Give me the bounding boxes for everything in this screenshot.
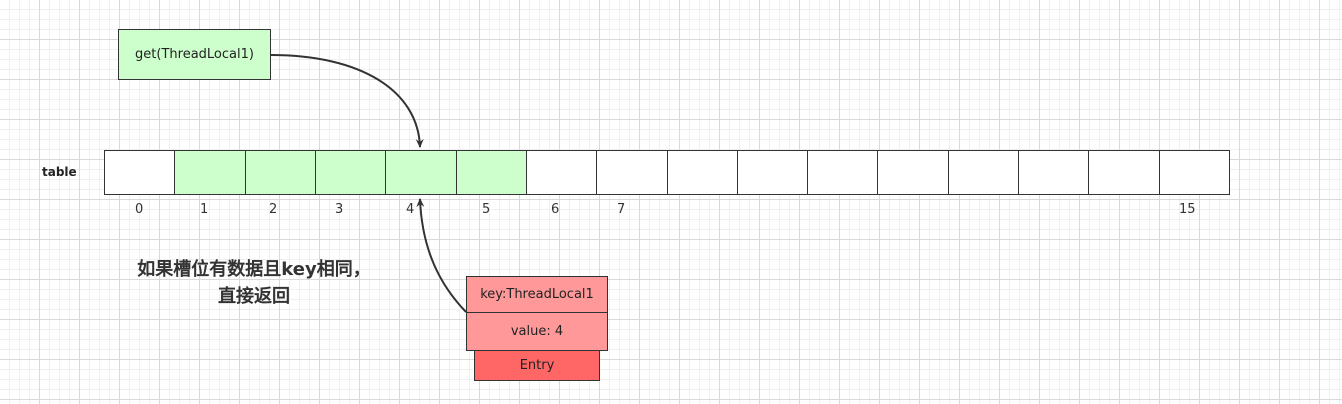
table-label: table	[42, 165, 77, 179]
table-array	[104, 150, 1230, 195]
table-slot	[456, 150, 527, 195]
slot-index-label: 1	[200, 202, 209, 217]
get-call-box: get(ThreadLocal1)	[118, 29, 271, 80]
table-slot	[1089, 150, 1160, 195]
annotation-note: 如果槽位有数据且key相同， 直接返回	[112, 256, 396, 310]
get-to-slot-arrow	[270, 54, 424, 148]
slot-index-label: 5	[482, 202, 491, 217]
table-slot	[1159, 150, 1230, 195]
table-slot	[808, 150, 879, 195]
table-slot	[667, 150, 738, 195]
slot-index-label: 7	[617, 202, 626, 217]
entry-key-label: key:ThreadLocal1	[480, 287, 594, 302]
table-slot	[878, 150, 949, 195]
table-slot	[526, 150, 598, 195]
slot-index-label: 4	[406, 202, 415, 217]
table-slot	[386, 150, 457, 195]
table-slot	[175, 150, 246, 195]
slot-index-label: 15	[1179, 202, 1196, 217]
table-slot	[245, 150, 316, 195]
entry-value-field: value: 4	[466, 312, 608, 351]
entry-type-label: Entry	[519, 358, 555, 373]
slot-index-label: 2	[269, 202, 278, 217]
note-line-2: 直接返回	[218, 286, 290, 307]
entry-key-field: key:ThreadLocal1	[466, 276, 608, 313]
entry-value-label: value: 4	[510, 324, 564, 339]
get-call-label: get(ThreadLocal1)	[135, 47, 254, 62]
note-line-1: 如果槽位有数据且key相同，	[137, 259, 371, 280]
table-slot	[597, 150, 668, 195]
table-slot	[1019, 150, 1090, 195]
entry-type-box: Entry	[474, 350, 600, 381]
slot-index-label: 3	[335, 202, 344, 217]
table-slot	[315, 150, 387, 195]
slot-index-label: 6	[551, 202, 560, 217]
table-slot	[104, 150, 176, 195]
table-slot	[737, 150, 809, 195]
entry-to-slot-arrow	[416, 198, 467, 313]
table-slot	[948, 150, 1020, 195]
slot-index-label: 0	[135, 202, 144, 217]
